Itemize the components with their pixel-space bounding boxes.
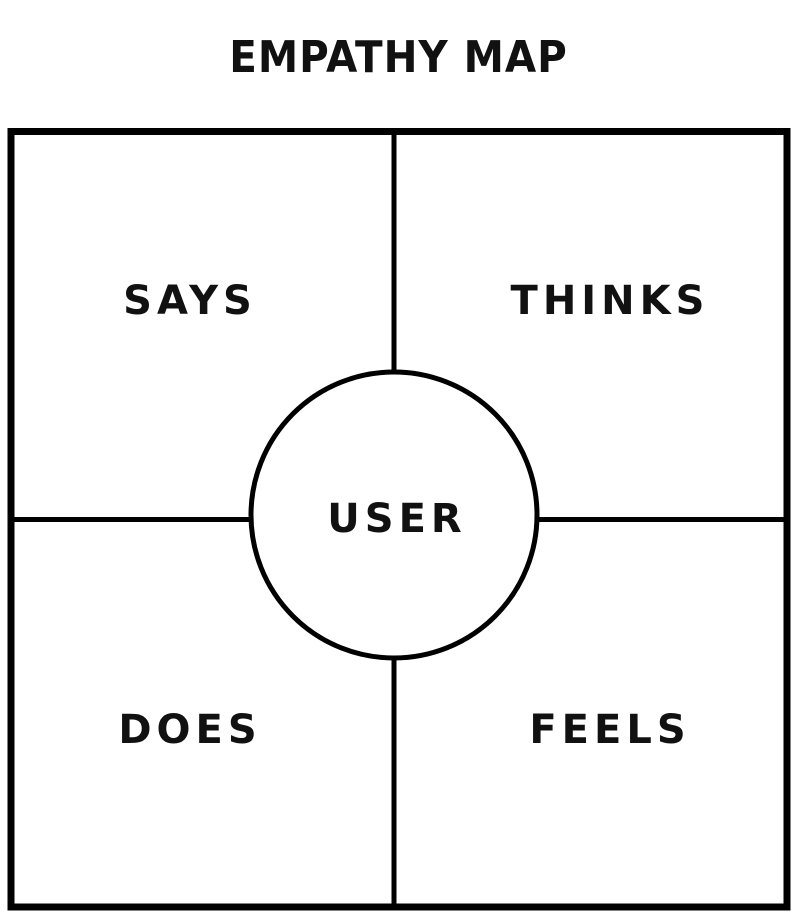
center-user-label: USER [327, 496, 467, 542]
diagram-title: EMPATHY MAP [229, 32, 568, 83]
quadrant-says: SAYS [123, 278, 257, 324]
quadrant-feels: FEELS [529, 707, 691, 753]
quadrant-does: DOES [118, 707, 262, 753]
user-circle [248, 369, 540, 661]
quadrant-thinks: THINKS [510, 278, 710, 324]
